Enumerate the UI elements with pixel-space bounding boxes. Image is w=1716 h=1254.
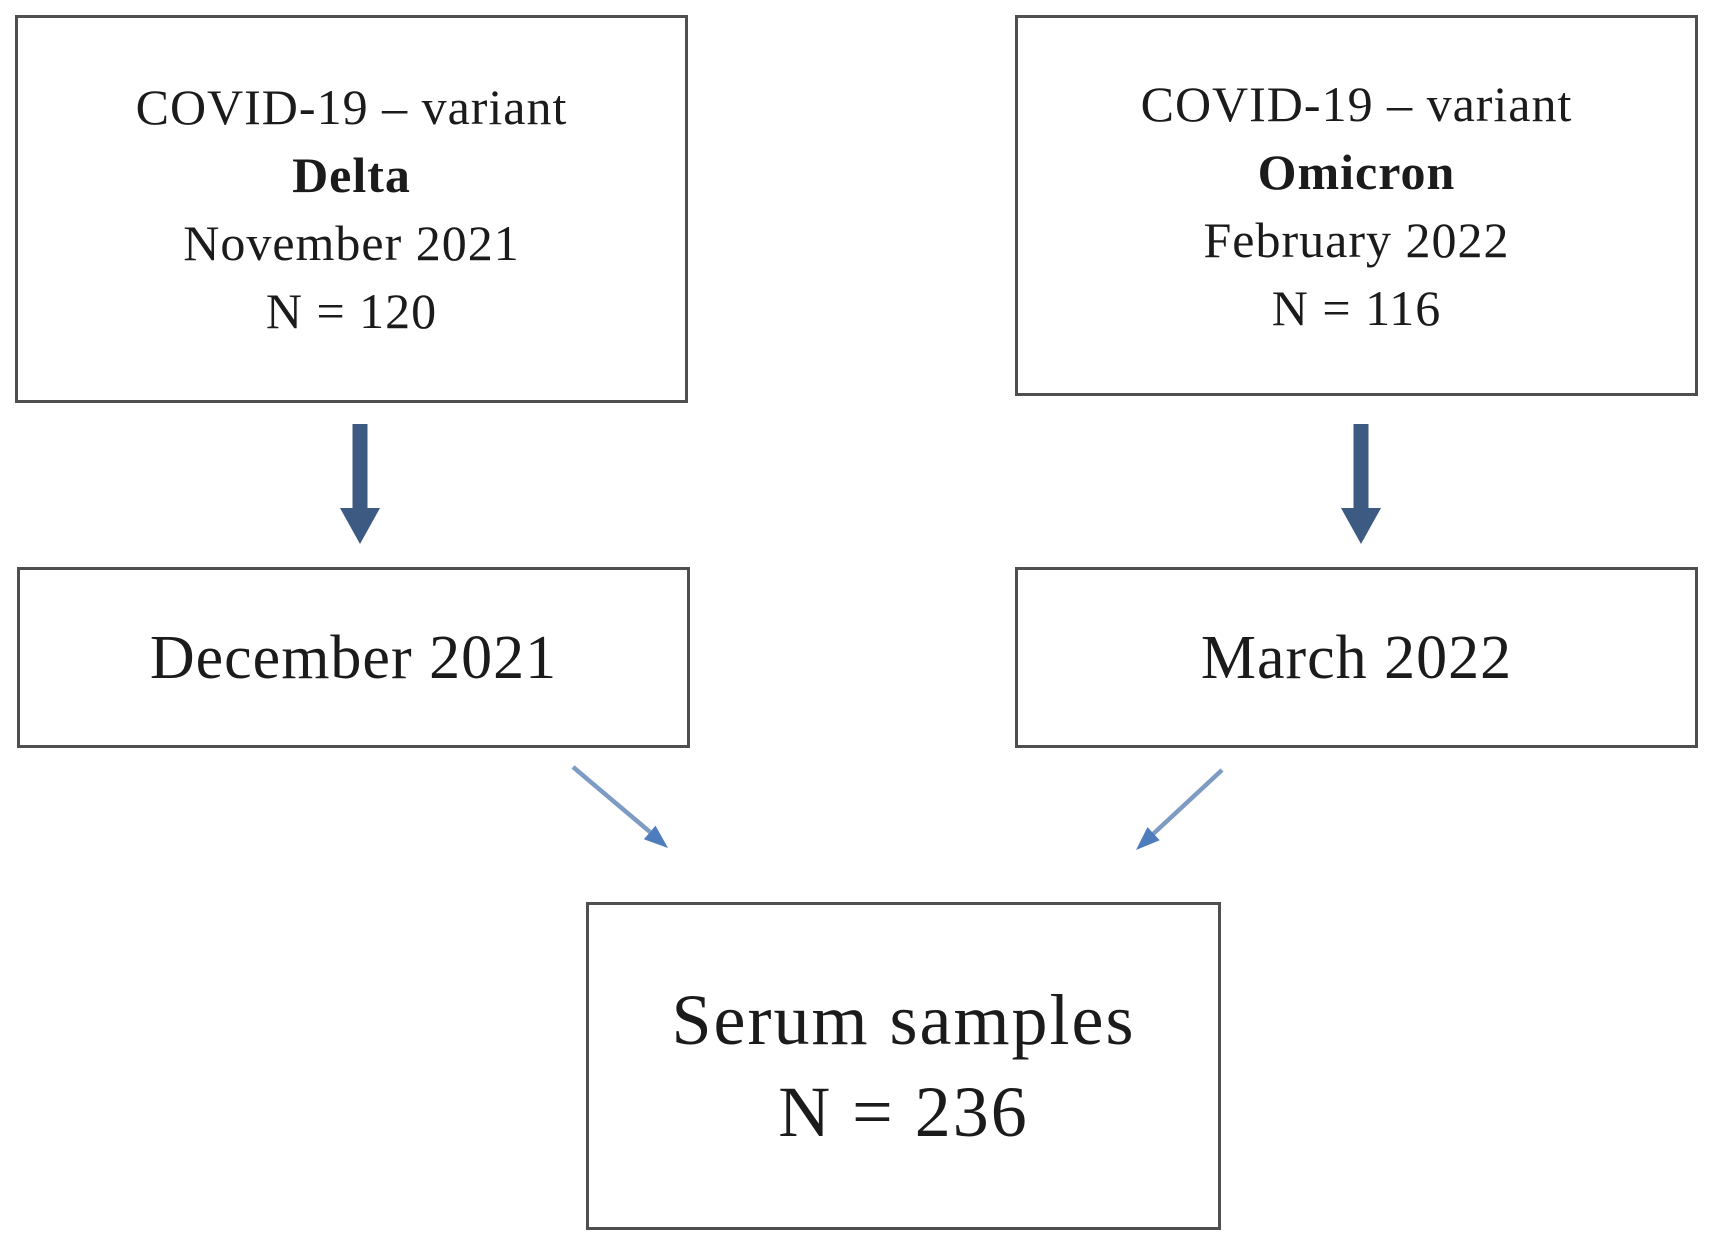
omicron-variant-name: Omicron xyxy=(1257,143,1456,200)
december-2021-label: December 2021 xyxy=(149,623,558,692)
march-to-serum-arrow-icon xyxy=(1136,768,1224,850)
serum-samples-label: Serum samples xyxy=(671,980,1136,1060)
delta-date: November 2021 xyxy=(183,215,520,271)
delta-cohort-box: COVID-19 – variant Delta November 2021 N… xyxy=(15,15,688,403)
serum-total-count: N = 236 xyxy=(778,1072,1029,1152)
serum-samples-box: Serum samples N = 236 xyxy=(586,902,1221,1230)
december-to-serum-arrow-icon xyxy=(571,765,668,848)
march-2022-box: March 2022 xyxy=(1015,567,1698,748)
omicron-title: COVID-19 – variant xyxy=(1140,75,1573,132)
delta-down-arrow-icon xyxy=(340,424,380,544)
omicron-down-arrow-icon xyxy=(1341,424,1381,544)
delta-sample-count: N = 120 xyxy=(265,283,438,339)
december-2021-box: December 2021 xyxy=(17,567,690,748)
omicron-sample-count: N = 116 xyxy=(1271,279,1442,336)
omicron-date: February 2022 xyxy=(1203,211,1510,268)
delta-variant-name: Delta xyxy=(292,147,411,203)
delta-title: COVID-19 – variant xyxy=(135,79,568,135)
march-2022-label: March 2022 xyxy=(1200,623,1513,692)
omicron-cohort-box: COVID-19 – variant Omicron February 2022… xyxy=(1015,15,1698,396)
